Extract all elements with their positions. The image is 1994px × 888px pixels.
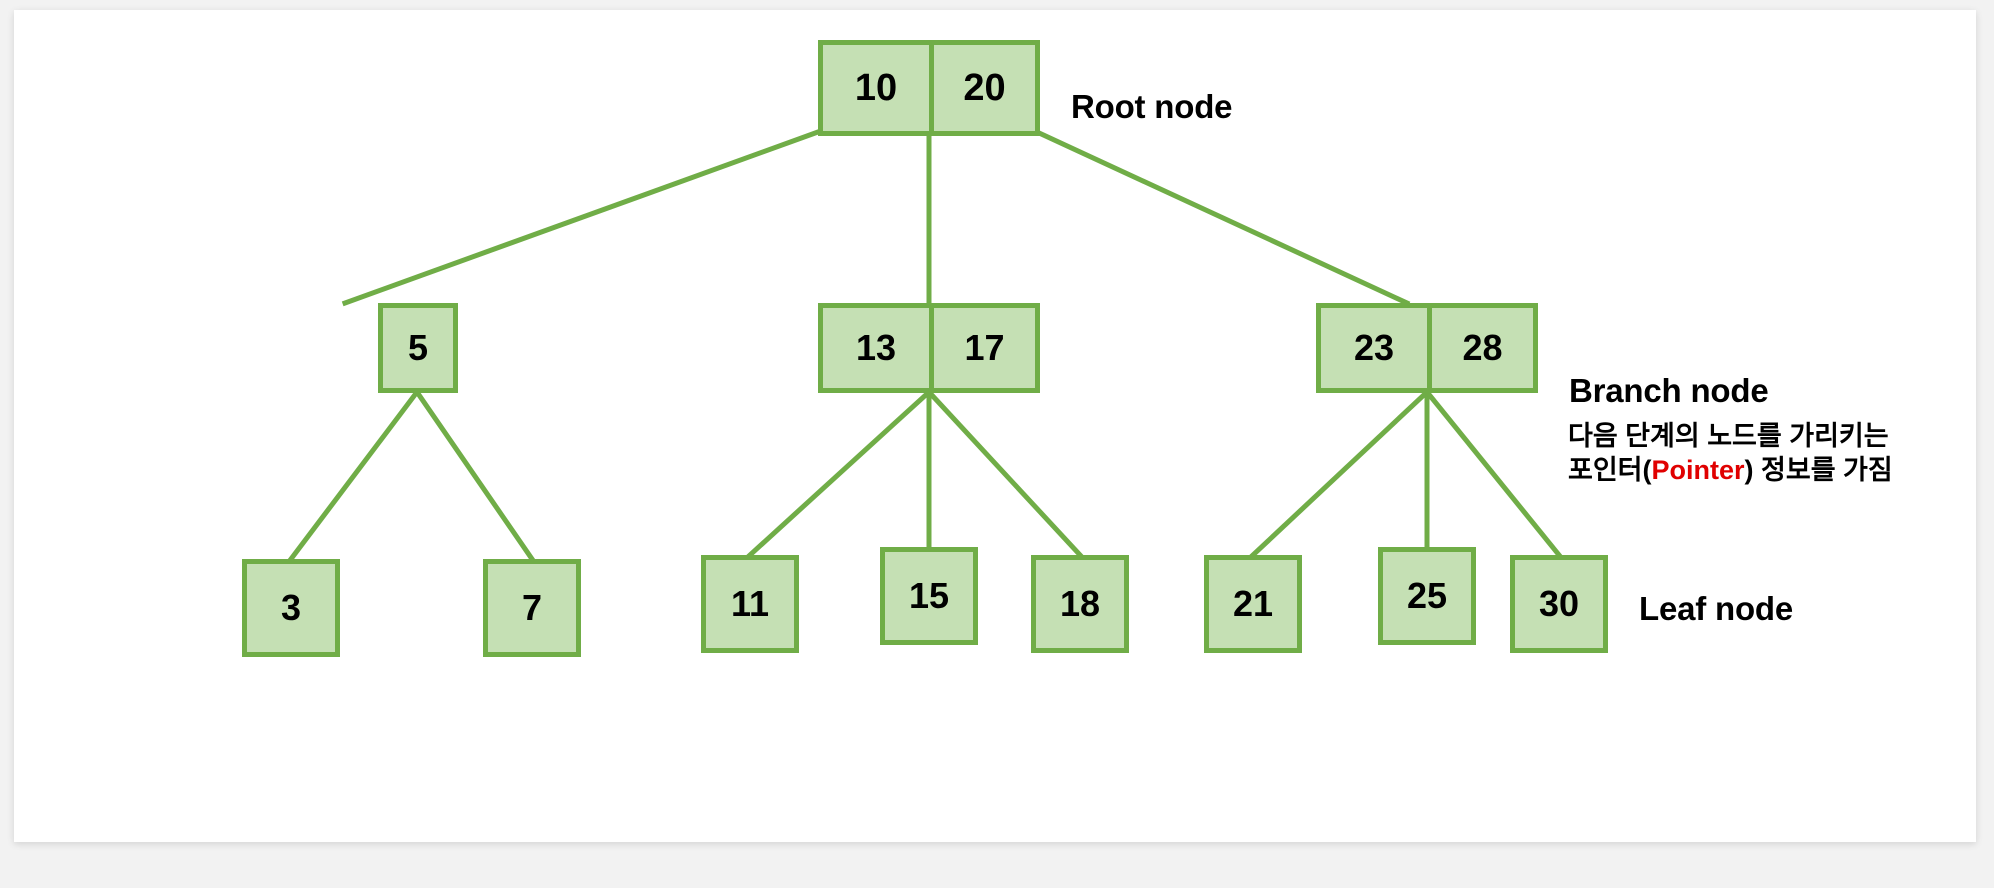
edge-root-to-b1: [341, 128, 822, 307]
node-branch-2-cell-1: 17: [929, 308, 1035, 388]
label-branch-node: Branch node: [1569, 372, 1769, 409]
edge-root-to-b3: [1033, 128, 1411, 307]
node-branch-3[interactable]: 23 28: [1316, 303, 1538, 393]
node-leaf-1-cell-0: 3: [247, 564, 335, 652]
node-root-cell-0: 10: [823, 45, 929, 131]
node-leaf-8[interactable]: 30: [1510, 555, 1608, 653]
node-branch-2[interactable]: 13 17: [818, 303, 1040, 393]
node-leaf-3-cell-0: 11: [706, 560, 794, 648]
node-branch-3-cell-0: 23: [1321, 308, 1427, 388]
edge-b3-to-l6: [1249, 388, 1431, 559]
edge-b1-to-l2: [413, 388, 536, 563]
node-leaf-6[interactable]: 21: [1204, 555, 1302, 653]
node-leaf-4[interactable]: 15: [880, 547, 978, 645]
node-leaf-5-cell-0: 18: [1036, 560, 1124, 648]
label-root-node: Root node: [1071, 88, 1233, 125]
node-leaf-3[interactable]: 11: [701, 555, 799, 653]
edge-b1-to-l1: [287, 388, 421, 563]
annotation-pointer-highlight: Pointer: [1651, 455, 1745, 485]
annotation-suffix: ) 정보를 가짐: [1744, 455, 1893, 485]
edge-b2-to-l3: [746, 388, 933, 559]
node-leaf-1[interactable]: 3: [242, 559, 340, 657]
node-leaf-7-cell-0: 25: [1383, 552, 1471, 640]
diagram-canvas: 10 20 Root node 5 13 17 23 28 Branch nod…: [14, 10, 1976, 842]
diagram-card: 10 20 Root node 5 13 17 23 28 Branch nod…: [14, 10, 1976, 842]
node-leaf-7[interactable]: 25: [1378, 547, 1476, 645]
node-leaf-2-cell-0: 7: [488, 564, 576, 652]
node-branch-1-cell-0: 5: [383, 308, 453, 388]
node-leaf-6-cell-0: 21: [1209, 560, 1297, 648]
label-leaf-node: Leaf node: [1639, 590, 1794, 627]
branch-node-annotation: 다음 단계의 노드를 가리키는 포인터(Pointer) 정보를 가짐: [1568, 419, 1893, 487]
annotation-prefix: 포인터(: [1568, 455, 1652, 485]
edge-b3-to-l8: [1423, 388, 1563, 559]
node-branch-1[interactable]: 5: [378, 303, 458, 393]
node-root-cell-1: 20: [929, 45, 1035, 131]
node-root[interactable]: 10 20: [818, 40, 1040, 136]
node-leaf-4-cell-0: 15: [885, 552, 973, 640]
node-branch-3-cell-1: 28: [1427, 308, 1533, 388]
branch-annotation-line-1: 다음 단계의 노드를 가리키는: [1568, 421, 1889, 451]
node-leaf-2[interactable]: 7: [483, 559, 581, 657]
node-leaf-8-cell-0: 30: [1515, 560, 1603, 648]
edge-b2-to-l5: [925, 388, 1084, 559]
node-leaf-5[interactable]: 18: [1031, 555, 1129, 653]
node-branch-2-cell-0: 13: [823, 308, 929, 388]
branch-annotation-line-2: 포인터(Pointer) 정보를 가짐: [1568, 453, 1893, 487]
